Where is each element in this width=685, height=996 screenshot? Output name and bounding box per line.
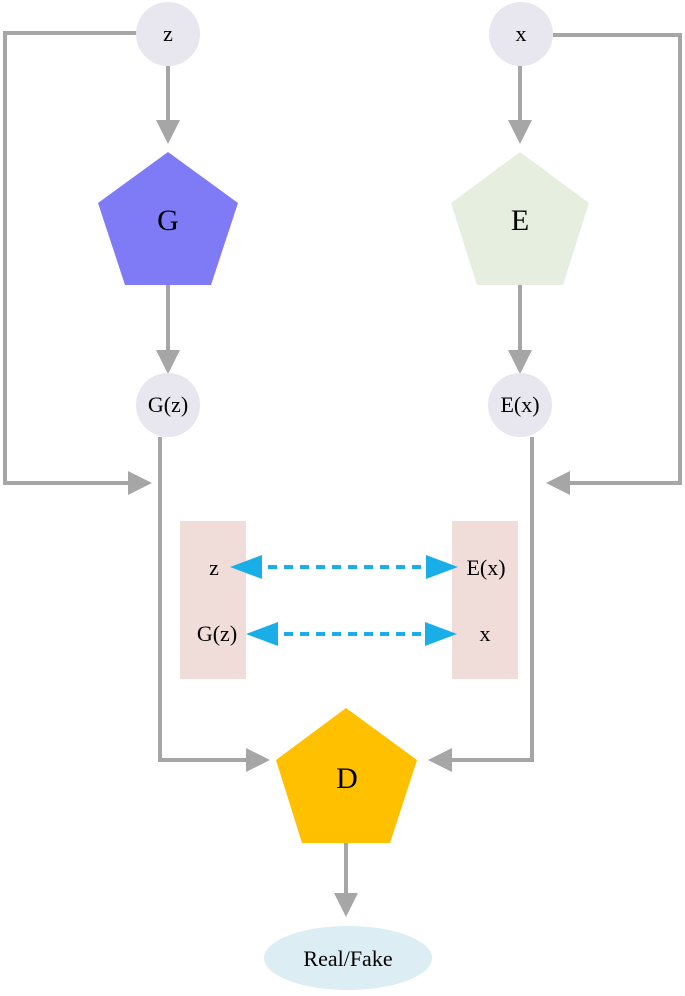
label-pair-right-top: E(x) [466,555,505,580]
pair-arrow-bottom-left-head [246,622,278,646]
label-ex: E(x) [500,392,539,417]
pair-box-right [452,521,518,679]
edge-gz-to-d [158,437,270,772]
label-pair-left-bottom: G(z) [197,621,237,646]
label-generator: G [157,204,179,237]
label-output: Real/Fake [303,946,392,971]
label-x: x [516,21,527,46]
node-z [136,2,200,66]
node-generator [98,152,238,285]
label-z: z [163,21,173,46]
pair-arrow-top-left-head [230,555,262,579]
pair-box-left [180,521,246,679]
label-encoder: E [511,204,529,237]
label-pair-left-top: z [209,555,219,580]
node-output [264,926,432,990]
node-ex [488,373,552,437]
edges [3,31,682,917]
pair-arrow-top-right-head [426,555,458,579]
label-gz: G(z) [148,392,188,417]
pair-arrow-bottom-right-head [425,622,457,646]
edge-x-bypass-right [546,33,682,495]
node-encoder [451,152,589,285]
node-gz [136,373,200,437]
labels: z x G E G(z) E(x) z G(z) E(x) x D Real/F… [148,21,540,971]
pair-arrows [230,555,458,646]
node-discriminator [276,708,417,843]
node-x [489,2,553,66]
label-pair-right-bottom: x [480,621,491,646]
edge-ex-to-d [428,437,534,772]
label-discriminator: D [336,762,358,795]
edge-z-bypass-left [3,31,152,495]
